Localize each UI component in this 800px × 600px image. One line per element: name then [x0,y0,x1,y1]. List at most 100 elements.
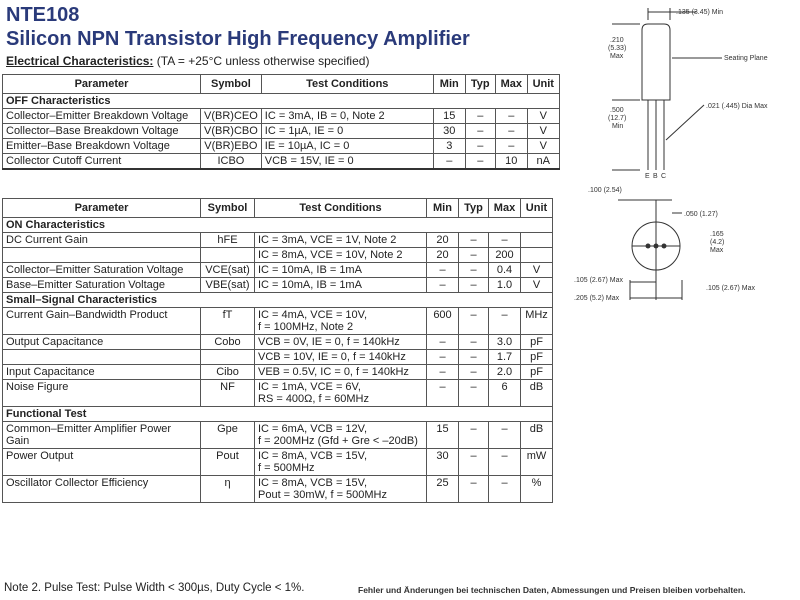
test-conditions-cell: IE = 10µA, IC = 0 [260,138,434,154]
pin-label-e: E [645,173,650,180]
typ-cell: – [464,138,496,154]
min-cell: 30 [432,123,466,139]
unit-cell [520,247,553,263]
symbol-cell: ICBO [200,153,262,170]
unit-cell: mW [520,448,553,476]
min-cell: 15 [432,108,466,124]
dim-lead-3: Min [612,123,623,130]
min-cell: 15 [426,421,459,449]
section-heading: ON Characteristics [2,217,553,233]
to92-package-diagram: .135 (3.45) Min .210 (5.33) Max Seating … [574,8,768,302]
symbol-cell: Cibo [200,364,255,380]
min-cell: 600 [426,307,459,335]
max-cell: – [494,108,528,124]
section-heading-row: Functional Test [2,406,553,422]
symbol-cell: fT [200,307,255,335]
section-heading: Functional Test [2,406,553,422]
column-header: Symbol [200,198,255,218]
document-title: Silicon NPN Transistor High Frequency Am… [6,28,470,50]
parameter-cell: Collector–Base Breakdown Voltage [2,123,201,139]
column-header: Parameter [2,198,201,218]
unit-cell: MHz [520,307,553,335]
max-cell: 0.4 [488,262,521,278]
pulse-test-note: Note 2. Pulse Test: Pulse Width < 300µs,… [4,582,305,594]
dim-105-left-label: .105 (2.67) Max [574,277,624,284]
dim-205-label: .205 (5.2) Max [574,295,620,302]
min-cell: – [426,379,459,407]
parameter-cell [2,349,201,365]
parameter-cell [2,247,201,263]
unit-cell: V [526,123,560,139]
dim-050-label: .050 (1.27) [684,211,718,218]
test-conditions-cell: VEB = 0.5V, IC = 0, f = 140kHz [254,364,427,380]
pin-c-dot [661,243,667,249]
pin-b-dot [653,243,659,249]
typ-cell: – [464,123,496,139]
unit-cell: V [520,277,553,293]
symbol-cell: Pout [200,448,255,476]
dim-lead-2: (12.7) [608,115,626,122]
parameter-cell: Power Output [2,448,201,476]
lead-diameter-label: .021 (.445) Dia Max [706,103,768,110]
parameter-cell: Collector Cutoff Current [2,153,201,170]
dim-lead-1: .500 [610,107,624,114]
max-cell: – [494,138,528,154]
transistor-body-outline [641,23,671,101]
unit-cell: pF [520,349,553,365]
pin-e-dot [645,243,651,249]
typ-cell: – [458,421,489,449]
unit-cell: pF [520,334,553,350]
section-heading-row: Small–Signal Characteristics [2,292,553,308]
dim-height-3: Max [610,53,624,60]
column-header: Test Conditions [260,74,434,94]
typ-cell: – [464,153,496,170]
max-cell: 6 [488,379,521,407]
max-cell: 1.0 [488,277,521,293]
max-cell: – [488,232,521,248]
parameter-cell: Base–Emitter Saturation Voltage [2,277,201,293]
parameter-cell: Oscillator Collector Efficiency [2,475,201,503]
column-header: Symbol [200,74,262,94]
symbol-cell: V(BR)CBO [200,123,262,139]
typ-cell: – [458,475,489,503]
column-header: Min [432,74,466,94]
test-conditions-cell: IC = 8mA, VCE = 10V, Note 2 [254,247,427,263]
test-conditions-cell: IC = 10mA, IB = 1mA [254,262,427,278]
dim-165-2: (4.2) [710,239,724,246]
dim-165-1: .165 [710,231,724,238]
parameter-cell: Collector–Emitter Saturation Voltage [2,262,201,278]
column-header: Unit [526,74,560,94]
max-cell: – [488,421,521,449]
test-conditions-cell: IC = 1µA, IE = 0 [260,123,434,139]
min-cell: – [426,262,459,278]
parameter-cell: Common–Emitter Amplifier Power Gain [2,421,201,449]
typ-cell: – [458,349,489,365]
section-heading: OFF Characteristics [2,93,560,109]
symbol-cell: η [200,475,255,503]
column-header: Test Conditions [254,198,427,218]
min-cell: – [426,277,459,293]
symbol-cell: VBE(sat) [200,277,255,293]
max-cell: 1.7 [488,349,521,365]
min-cell: 25 [426,475,459,503]
symbol-cell [200,349,255,365]
unit-cell: dB [520,379,553,407]
column-header: Typ [458,198,489,218]
max-cell: – [488,448,521,476]
parameter-cell: Noise Figure [2,379,201,407]
typ-cell: – [458,334,489,350]
dim-height-2: (5.33) [608,45,626,52]
unit-cell: nA [526,153,560,170]
min-cell: 3 [432,138,466,154]
